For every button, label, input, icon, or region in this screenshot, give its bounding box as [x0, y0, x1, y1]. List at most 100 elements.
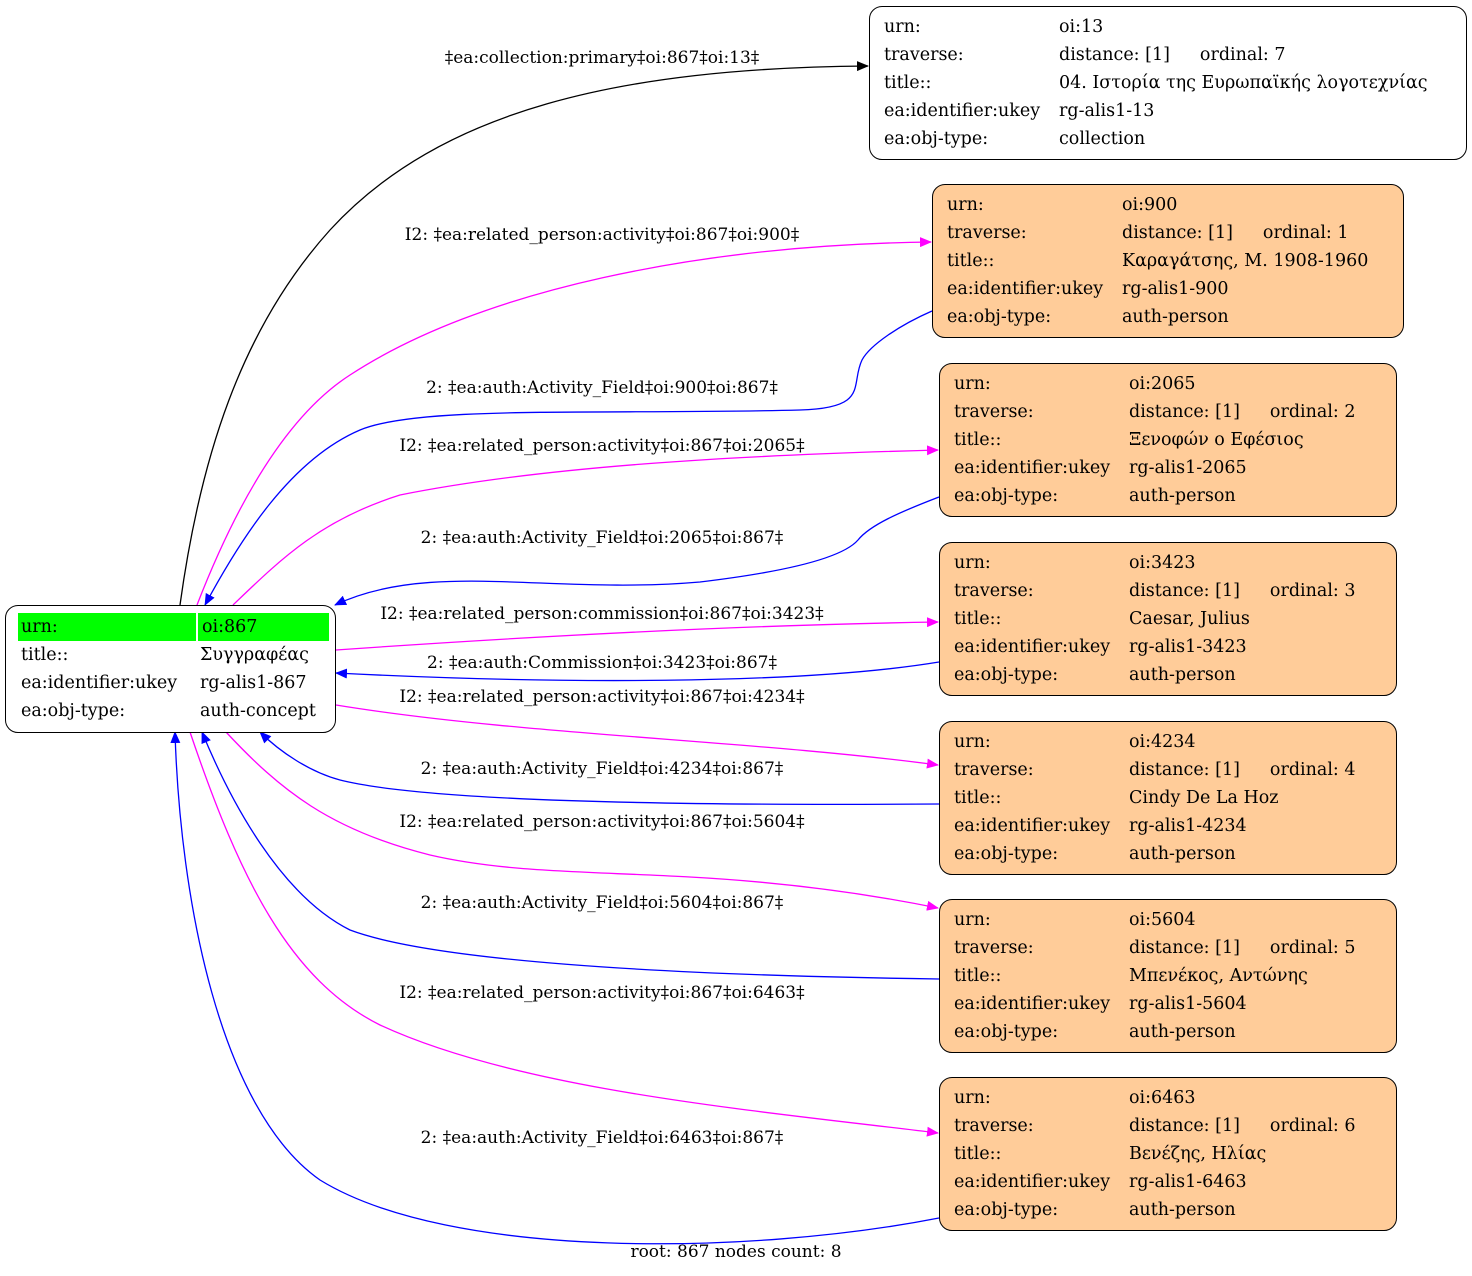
- label-title: title::: [954, 966, 1002, 986]
- root-ukey-key: ea:identifier:ukey: [21, 673, 178, 693]
- edge-label: I2: ‡ea:related_person:activity‡oi:867‡o…: [399, 436, 805, 456]
- label-urn: urn:: [954, 553, 991, 573]
- graph-footer: root: 867 nodes count: 8: [630, 1242, 842, 1262]
- label-type: ea:obj-type:: [954, 1022, 1059, 1042]
- edge-label: 2: ‡ea:auth:Activity_Field‡oi:6463‡oi:86…: [421, 1128, 784, 1148]
- person-type: auth-person: [1129, 665, 1236, 685]
- person-ordinal: ordinal: 6: [1269, 1116, 1356, 1136]
- person-urn: oi:6463: [1129, 1088, 1196, 1108]
- person-distance: distance: [1]: [1129, 760, 1240, 780]
- collection-urn: oi:13: [1059, 17, 1104, 37]
- root-ukey-row: ea:identifier:ukey rg-alis1-867: [18, 669, 323, 697]
- person-node-4234[interactable]: urn:oi:4234 traverse:distance: [1]ordina…: [939, 721, 1397, 875]
- person-type: auth-person: [1129, 1022, 1236, 1042]
- person-urn: oi:4234: [1129, 732, 1196, 752]
- person-ordinal: ordinal: 2: [1269, 402, 1356, 422]
- root-urn-value: oi:867: [198, 613, 329, 641]
- root-urn-key: urn:: [18, 613, 196, 641]
- edge-activity-5604: [201, 731, 940, 980]
- edge-label: I2: ‡ea:related_person:commission‡oi:867…: [380, 604, 824, 624]
- person-distance: distance: [1]: [1129, 1116, 1240, 1136]
- root-urn-row: urn: oi:867: [18, 613, 329, 641]
- root-node[interactable]: urn: oi:867 title:: Συγγραφέας ea:identi…: [5, 605, 336, 733]
- person-ordinal: ordinal: 3: [1269, 581, 1356, 601]
- label-title: title::: [947, 251, 995, 271]
- person-ukey: rg-alis1-6463: [1129, 1172, 1247, 1192]
- edge-label: I2: ‡ea:related_person:activity‡oi:867‡o…: [405, 225, 800, 245]
- edge-activity-2065: [334, 496, 940, 606]
- label-ukey: ea:identifier:ukey: [954, 458, 1111, 478]
- label-traverse: traverse:: [954, 760, 1034, 780]
- edge-label: I2: ‡ea:related_person:activity‡oi:867‡o…: [399, 983, 805, 1003]
- person-distance: distance: [1]: [1129, 402, 1240, 422]
- label-urn: urn:: [954, 732, 991, 752]
- person-title: Καραγάτσης, Μ. 1908-1960: [1122, 251, 1369, 271]
- label-ukey: ea:identifier:ukey: [947, 279, 1104, 299]
- label-type: ea:obj-type:: [954, 665, 1059, 685]
- label-traverse: traverse:: [947, 223, 1027, 243]
- edge-commission-3423: [335, 617, 939, 651]
- edge-related-6463: [189, 731, 939, 1137]
- edge-related-2065: [232, 445, 939, 606]
- root-type-row: ea:obj-type: auth-concept: [18, 697, 323, 725]
- person-ukey: rg-alis1-4234: [1129, 816, 1247, 836]
- person-ukey: rg-alis1-5604: [1129, 994, 1247, 1014]
- person-ordinal: ordinal: 1: [1262, 223, 1349, 243]
- person-ukey: rg-alis1-900: [1122, 279, 1229, 299]
- person-node-3423[interactable]: urn:oi:3423 traverse:distance: [1]ordina…: [939, 542, 1397, 696]
- person-node-6463[interactable]: urn: oi:6463 traverse: distance: [1] ordina…: [939, 1077, 1397, 1231]
- edge-related-4234: [335, 704, 939, 769]
- label-type: ea:obj-type:: [954, 486, 1059, 506]
- person-type: auth-person: [1129, 486, 1236, 506]
- label-type: ea:obj-type:: [954, 1200, 1059, 1220]
- edge-related-900: [196, 237, 932, 606]
- label-urn: urn:: [954, 1088, 991, 1108]
- edge-label: I2: ‡ea:related_person:activity‡oi:867‡o…: [399, 687, 805, 707]
- label-traverse: traverse:: [954, 1116, 1034, 1136]
- person-urn: oi:2065: [1129, 374, 1196, 394]
- label-title: title::: [954, 788, 1002, 808]
- label-urn: urn:: [954, 374, 991, 394]
- edge-activity-4234: [259, 731, 940, 806]
- person-type: auth-person: [1122, 307, 1229, 327]
- collection-node[interactable]: urn:oi:13 traverse:distance: [1]ordinal:…: [869, 6, 1467, 160]
- collection-ukey: rg-alis1-13: [1059, 101, 1155, 121]
- label-traverse: traverse:: [884, 45, 964, 65]
- person-title: Caesar, Julius: [1129, 609, 1250, 629]
- label-type: ea:obj-type:: [947, 307, 1052, 327]
- label-type: ea:obj-type:: [954, 844, 1059, 864]
- label-ukey: ea:identifier:ukey: [954, 994, 1111, 1014]
- label-urn: urn:: [947, 195, 984, 215]
- edge-label: 2: ‡ea:auth:Commission‡oi:3423‡oi:867‡: [427, 653, 777, 673]
- collection-type: collection: [1059, 129, 1146, 149]
- root-type-key: ea:obj-type:: [21, 701, 126, 721]
- label-title: title::: [884, 73, 932, 93]
- label-traverse: traverse:: [954, 581, 1034, 601]
- person-title: Βενέζης, Ηλίας: [1129, 1144, 1267, 1164]
- collection-distance: distance: [1]: [1059, 45, 1170, 65]
- label-ukey: ea:identifier:ukey: [954, 816, 1111, 836]
- person-node-5604[interactable]: urn:oi:5604 traverse:distance: [1]ordina…: [939, 899, 1397, 1053]
- person-node-2065[interactable]: urn:oi:2065 traverse:distance: [1]ordina…: [939, 363, 1397, 517]
- person-distance: distance: [1]: [1129, 938, 1240, 958]
- person-urn: oi:900: [1122, 195, 1178, 215]
- edge-label: 2: ‡ea:auth:Activity_Field‡oi:2065‡oi:86…: [421, 528, 784, 548]
- person-urn: oi:3423: [1129, 553, 1196, 573]
- collection-title: 04. Ιστορία της Ευρωπαϊκής λογοτεχνίας: [1059, 73, 1428, 93]
- person-ukey: rg-alis1-2065: [1129, 458, 1247, 478]
- label-ukey: ea:identifier:ukey: [884, 101, 1041, 121]
- person-title: Cindy De La Hoz: [1129, 788, 1279, 808]
- root-title-key: title::: [21, 645, 69, 665]
- person-ukey: rg-alis1-3423: [1129, 637, 1247, 657]
- edge-activity-6463: [170, 731, 940, 1245]
- label-urn: urn:: [954, 910, 991, 930]
- edge-commission-3423-back: [335, 661, 940, 682]
- label-ukey: ea:identifier:ukey: [954, 637, 1111, 657]
- label-title: title::: [954, 609, 1002, 629]
- edge-activity-900: [204, 310, 933, 606]
- person-node-900[interactable]: urn:oi:900 traverse:distance: [1]ordinal…: [932, 184, 1404, 338]
- edge-collection-primary: [179, 61, 869, 606]
- person-title: Ξενοφών ο Εφέσιος: [1129, 430, 1304, 450]
- label-title: title::: [954, 1144, 1002, 1164]
